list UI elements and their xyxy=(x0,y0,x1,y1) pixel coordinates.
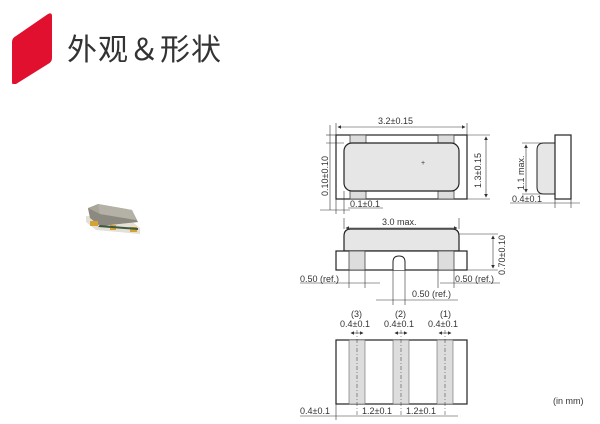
red-parallelogram-logo-icon xyxy=(12,13,52,84)
width-dimension: 1.3±0.15 xyxy=(473,153,483,188)
unit-note: (in mm) xyxy=(553,396,584,406)
section-header: 外观＆形状 xyxy=(0,0,600,90)
page-title: 外观＆形状 xyxy=(67,33,222,68)
pin-3-width: 0.4±0.1 xyxy=(340,319,370,329)
pin-2-width: 0.4±0.1 xyxy=(384,319,414,329)
terminal-gap-dimension: 0.10±0.10 xyxy=(320,156,330,196)
pitch-2-dimension: 1.2±0.1 xyxy=(406,406,436,416)
right-terminal-dimension: 0.50 (ref.) xyxy=(455,274,494,284)
bottom-view: (3) (2) (1) 0.4±0.1 0.4±0.1 0.4±0.1 0.4±… xyxy=(300,309,468,420)
pin-1-width: 0.4±0.1 xyxy=(428,319,458,329)
left-terminal-dimension: 0.50 (ref.) xyxy=(300,274,339,284)
length-dimension: 3.2±0.15 xyxy=(378,116,413,126)
pin-3-label: (3) xyxy=(351,309,362,319)
top-view: + 3.2±0.15 1.3±0.15 0.10±0.10 0.1±0.1 xyxy=(320,116,490,214)
svg-text:+: + xyxy=(421,160,425,167)
edge-offset-dimension: 0.4±0.1 xyxy=(300,406,330,416)
pitch-1-dimension: 1.2±0.1 xyxy=(362,406,392,416)
terminal-thickness-dimension: 0.4±0.1 xyxy=(512,194,542,204)
center-terminal-dimension: 0.50 (ref.) xyxy=(412,289,451,299)
product-photo xyxy=(86,204,140,234)
front-view: 3.0 max. 0.70±0.10 0.50 (ref.) 0.50 (ref… xyxy=(300,217,507,305)
terminal-offset-dimension: 0.1±0.1 xyxy=(350,199,380,209)
front-height-dimension: 0.70±0.10 xyxy=(497,235,507,275)
height-dimension: 1.1 max. xyxy=(516,155,526,190)
pin-1-label: (1) xyxy=(440,309,451,319)
body-length-dimension: 3.0 max. xyxy=(382,217,417,227)
pin-2-label: (2) xyxy=(395,309,406,319)
side-view: 1.1 max. 0.4±0.1 xyxy=(510,134,580,208)
